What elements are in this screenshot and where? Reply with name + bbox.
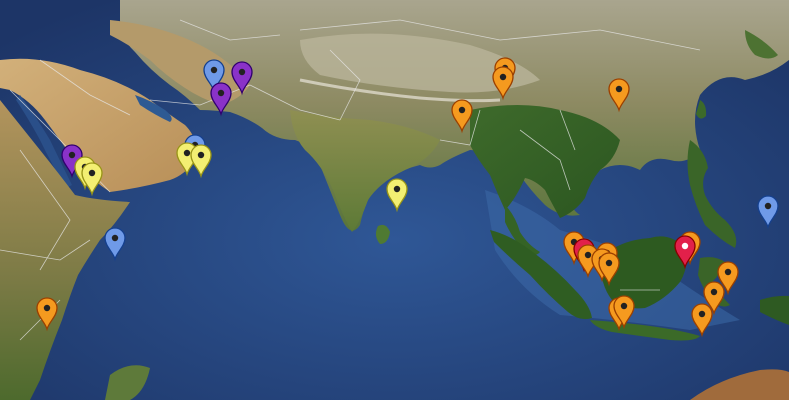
map-marker-blue[interactable] [755,194,781,230]
land-indochina [470,105,620,218]
map-pin-icon [190,144,212,179]
land-tibet [300,33,540,93]
land-philippines [687,140,737,248]
map-pin-icon [36,297,58,332]
land-africa [0,100,130,400]
map-marker-orange[interactable] [701,280,727,316]
land-madagascar [105,365,150,400]
map-marker-orange[interactable] [689,302,715,338]
land-new-guinea [760,295,789,325]
map-marker-blue[interactable] [102,226,128,261]
map-pin-icon [703,281,725,316]
map-pin-icon [674,235,697,270]
map-marker-orange[interactable] [715,260,741,295]
map-pin-icon [717,260,739,295]
map-pin-icon [757,195,779,230]
country-borders [0,19,701,341]
land-himalaya [299,78,501,103]
land-malay-peninsula [505,205,540,255]
map-marker-blue[interactable] [201,58,227,94]
persian-gulf [135,95,172,122]
land-sulawesi [698,257,730,307]
land-sumatra [490,230,592,320]
map-marker-orange[interactable] [596,251,622,287]
map-marker-yellow[interactable] [79,161,105,197]
map-marker-orange[interactable] [34,296,60,332]
land-india [290,110,440,232]
map-pin-icon [386,178,408,213]
land-australia [690,369,789,400]
map-marker-orange[interactable] [611,294,637,330]
map-marker-orange[interactable] [490,65,516,101]
land-arabia [0,58,197,192]
map-pin-icon [612,295,635,330]
map-pin-icon [451,99,474,134]
red-sea [16,95,72,188]
map-marker-purple[interactable] [208,81,234,117]
land-sri-lanka [375,224,390,244]
map-pin-icon [209,82,232,117]
map-marker-orange[interactable] [606,77,632,112]
map-pin-icon [231,60,253,95]
map-marker-orange[interactable] [449,98,475,134]
map-pin-icon [598,252,620,287]
land-japan [745,30,778,59]
map-pin-icon [103,226,126,261]
map-marker-crimson[interactable] [672,234,698,270]
map-pin-icon [492,66,514,101]
map-marker-yellow[interactable] [384,177,410,213]
map-pin-icon [691,303,714,338]
map-pin-icon [608,77,630,112]
map-pin-icon [203,59,225,94]
map-pin-icon [80,162,103,197]
map-marker-purple[interactable] [229,60,255,95]
map-marker-yellow[interactable] [188,143,214,179]
land-taiwan [696,100,707,119]
